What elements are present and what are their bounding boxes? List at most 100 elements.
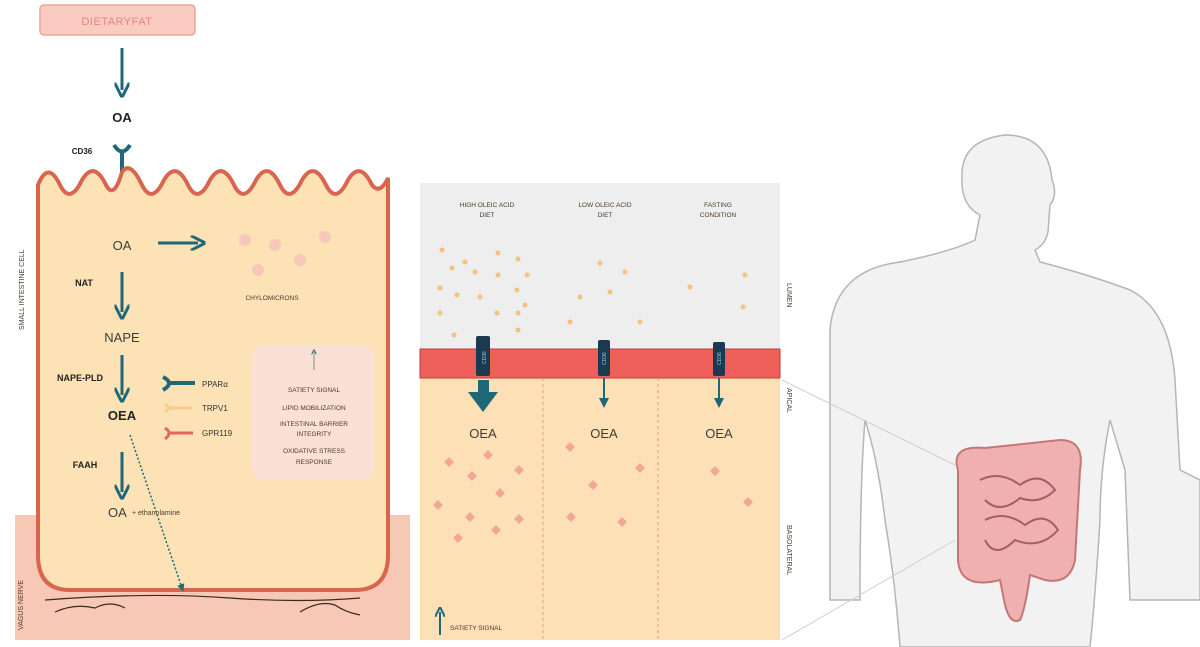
effect-barrier: INTESTINAL BARRIER	[280, 421, 348, 428]
nape-label: NAPE	[104, 330, 140, 345]
receptor-ppara: PPARα	[202, 380, 228, 389]
vagus-nerve-icon	[44, 594, 361, 616]
oa-outside-label: OA	[112, 110, 132, 125]
oea-dot	[566, 512, 576, 522]
oea-dot	[635, 463, 645, 473]
column-low-oleic: LOW OLEIC ACID DIET CD36 OEA	[578, 202, 631, 441]
oleic-acid-dot	[687, 284, 693, 290]
oleic-acid-dot	[740, 304, 746, 310]
oea-particles	[433, 442, 753, 543]
oleic-acid-dot	[522, 302, 528, 308]
cd36-label: CD36	[72, 147, 93, 156]
cell-region	[420, 378, 780, 640]
oea-product: OEA	[590, 426, 618, 441]
oea-dot	[495, 488, 505, 498]
oleic-acid-dot	[439, 247, 445, 253]
nat-label: NAT	[75, 278, 93, 288]
oleic-acid-particles	[437, 247, 748, 338]
oleic-acid-dot	[495, 272, 501, 278]
oleic-acid-dot	[637, 319, 643, 325]
cd36-transporter-icon	[713, 342, 725, 376]
oleic-acid-dot	[449, 265, 455, 271]
effect-oxidative: OXIDATIVE STRESS	[283, 448, 346, 455]
oea-dot	[433, 500, 443, 510]
oleic-acid-dot	[622, 269, 628, 275]
oleic-acid-dot	[462, 259, 468, 265]
oleic-acid-dot	[567, 319, 573, 325]
effect-barrier-2: INTEGRITY	[297, 431, 332, 438]
column-title: FASTING	[704, 202, 732, 209]
oleic-acid-dot	[494, 310, 500, 316]
oea-dot	[483, 450, 493, 460]
oea-dot	[565, 442, 575, 452]
oea-label: OEA	[108, 408, 137, 423]
products-ethanolamine: + ethanolamine	[132, 510, 180, 517]
middle-panel: HIGH OLEIC ACID DIET CD36 OEA LOW OLEIC …	[419, 183, 792, 640]
cd36-transporter-icon	[476, 336, 490, 376]
effect-lipid: LIPID MOBILIZATION	[282, 405, 346, 412]
oleic-acid-dot	[515, 310, 521, 316]
receptor-gpr119: GPR119	[202, 429, 233, 438]
small-intestine-loops	[979, 475, 1060, 551]
oleic-acid-dot	[477, 294, 483, 300]
ppara-receptor-icon	[161, 375, 195, 392]
oea-dot	[465, 512, 475, 522]
nape-pld-label: NAPE-PLD	[57, 373, 104, 383]
oleic-acid-dot	[742, 272, 748, 278]
transporter-label: CD36	[602, 352, 608, 365]
oleic-acid-dot	[472, 269, 478, 275]
column-fasting: FASTING CONDITION CD36 OEA	[700, 202, 737, 441]
oleic-acid-dot	[454, 292, 460, 298]
left-panel: DIETARYFAT OA CD36 SMALL INTESTINE CELL …	[15, 4, 410, 640]
effect-satiety: SATIETY SIGNAL	[288, 387, 341, 394]
dietary-fat-box	[39, 4, 196, 36]
oleic-acid-dot	[495, 250, 501, 256]
oea-dot	[514, 465, 524, 475]
oleic-acid-dot	[514, 287, 520, 293]
oleic-acid-dot	[607, 289, 613, 295]
legend-satiety: SATIETY SIGNAL	[450, 625, 503, 632]
leader-line	[781, 539, 956, 641]
oea-dot	[467, 471, 477, 481]
receptor-trpv1: TRPV1	[202, 404, 228, 413]
leader-line	[781, 379, 956, 466]
oea-dot	[453, 533, 463, 543]
oea-dot	[588, 480, 598, 490]
chylomicrons-label: CHYLOMICRONS	[245, 295, 299, 302]
transporter-label: CD36	[482, 351, 488, 364]
transporter-label: CD36	[717, 352, 723, 365]
oleic-acid-dot	[577, 294, 583, 300]
oea-dot	[743, 497, 753, 507]
oleic-acid-dot	[451, 332, 457, 338]
oea-dot	[444, 457, 454, 467]
human-body-illustration	[781, 134, 1200, 647]
column-high-oleic: HIGH OLEIC ACID DIET CD36 OEA	[460, 202, 515, 441]
gpr119-receptor-icon	[164, 426, 193, 441]
side-label-lumen: LUMEN	[785, 283, 792, 308]
oleic-acid-dot	[524, 272, 530, 278]
effects-box	[252, 345, 374, 480]
oleic-acid-dot	[597, 260, 603, 266]
oleic-acid-dot	[515, 327, 521, 333]
oea-dot	[710, 466, 720, 476]
oea-dot	[514, 514, 524, 524]
chylomicron-particles	[239, 231, 331, 276]
oleic-acid-dot	[437, 310, 443, 316]
column-title: LOW OLEIC ACID	[578, 202, 631, 209]
cell-label: SMALL INTESTINE CELL	[19, 249, 26, 330]
side-label-basolateral: BASOLATERAL	[785, 525, 792, 575]
column-title-2: DIET	[480, 212, 495, 219]
effect-oxidative-2: RESPONSE	[296, 459, 333, 466]
oleic-acid-dot	[437, 285, 443, 291]
oa-inside-label: OA	[113, 238, 132, 253]
dietary-fat-label: DIETARYFAT	[81, 16, 152, 28]
trpv1-receptor-icon	[164, 402, 192, 414]
column-title: HIGH OLEIC ACID	[460, 202, 515, 209]
oea-product: OEA	[469, 426, 497, 441]
column-title-2: CONDITION	[700, 212, 737, 219]
oea-dot	[491, 525, 501, 535]
faah-label: FAAH	[73, 460, 98, 470]
lumen-region	[420, 183, 780, 350]
big-arrow-down-icon	[468, 380, 498, 412]
